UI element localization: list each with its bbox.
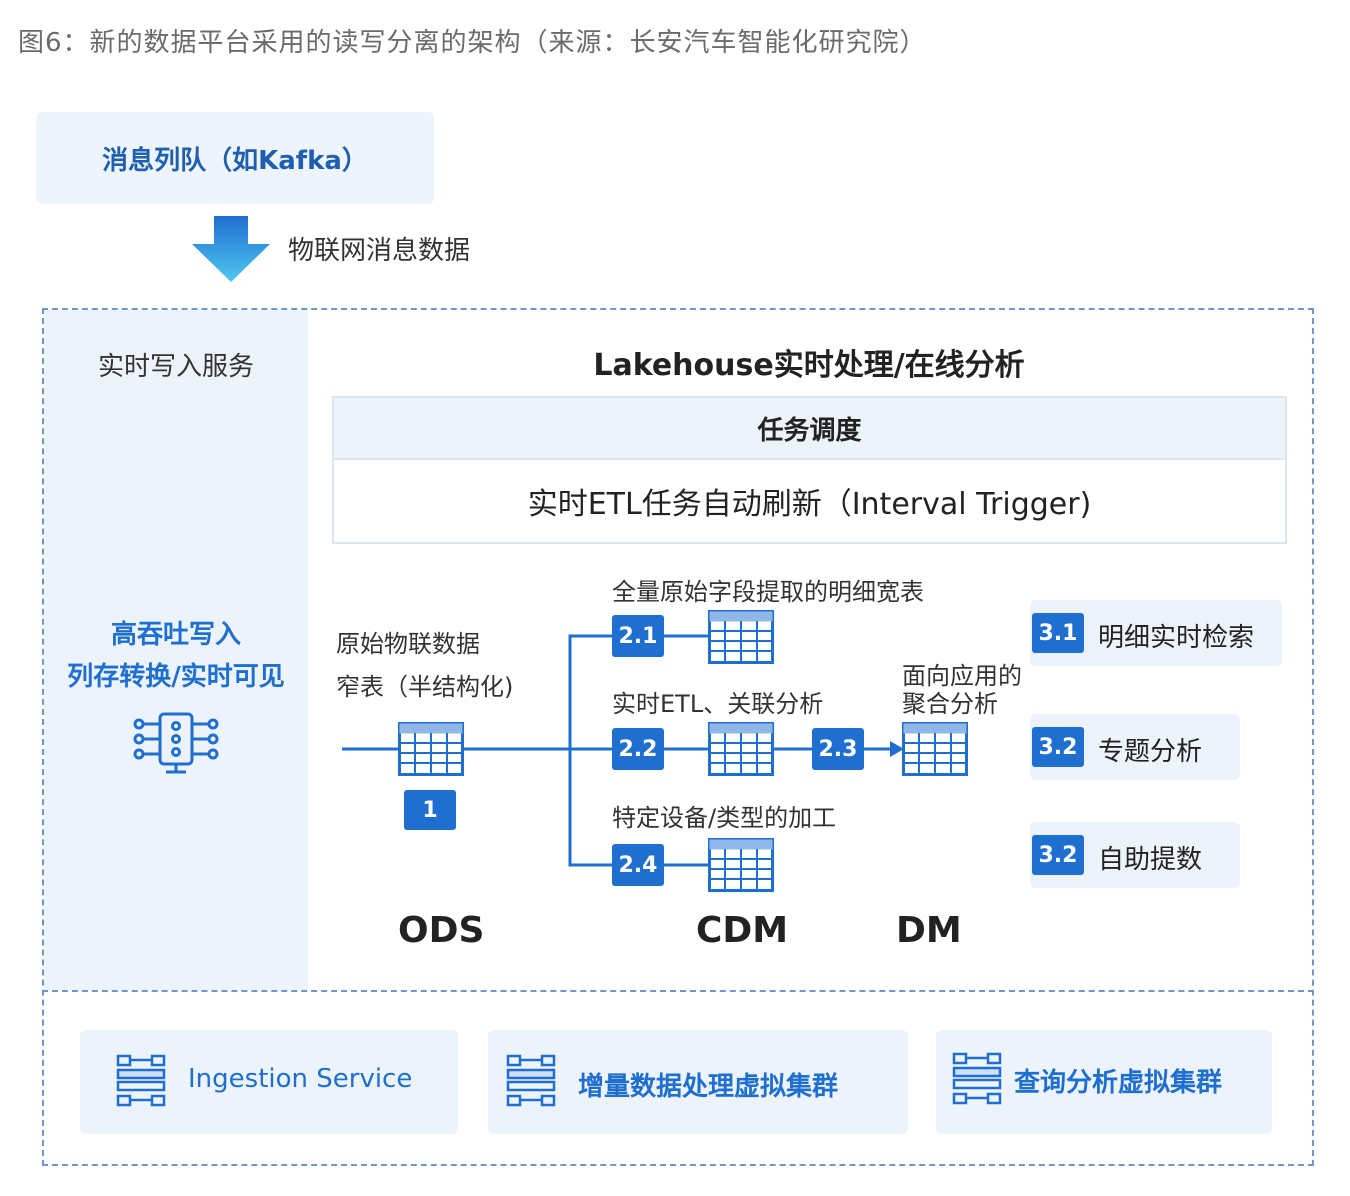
server-rack-icon	[133, 712, 219, 774]
cdm-step-2-4-badge: 2.4	[612, 844, 664, 886]
output-label-self-service: 自助提数	[1098, 845, 1203, 875]
cdm-step-2-2-desc: 实时ETL、关联分析	[612, 690, 824, 718]
cluster-label-incremental: 增量数据处理虚拟集群	[578, 1072, 839, 1102]
output-badge-3-2: 3.2	[1032, 727, 1084, 767]
realtime-write-title: 实时写入服务	[97, 352, 254, 382]
cdm-step-2-1-badge: 2.1	[612, 615, 664, 657]
dm-desc-line1: 面向应用的	[902, 662, 1022, 690]
scheduler-body: 实时ETL任务自动刷新（Interval Trigger)	[527, 487, 1092, 522]
ods-badge: 1	[404, 790, 456, 830]
scheduler-title: 任务调度	[334, 398, 1285, 460]
realtime-write-panel	[44, 310, 308, 990]
cdm-table-icon-2-4	[708, 838, 774, 892]
message-queue-label: 消息列队（如Kafka）	[102, 145, 368, 176]
realtime-write-line1: 高吞吐写入	[110, 620, 241, 650]
dm-table-icon	[902, 722, 968, 776]
cdm-table-icon-2-1	[708, 610, 774, 664]
output-badge-3-2b: 3.2	[1032, 835, 1084, 875]
ods-desc-line2: 窄表（半结构化)	[336, 673, 514, 701]
output-label-topic-analysis: 专题分析	[1098, 737, 1203, 767]
output-badge-3-1: 3.1	[1032, 613, 1084, 653]
cdm-layer-label: CDM	[696, 910, 789, 951]
realtime-write-line2: 列存转换/实时可见	[67, 662, 285, 692]
ods-table-icon	[398, 722, 464, 776]
cluster-server-icon	[506, 1054, 556, 1107]
cluster-server-icon	[952, 1052, 1002, 1105]
cluster-server-icon	[116, 1054, 166, 1107]
cdm-step-2-2-badge: 2.2	[612, 728, 664, 770]
message-queue-box: 消息列队（如Kafka）	[36, 112, 434, 204]
arrow-head-icon	[890, 741, 904, 757]
cdm-table-icon-2-2	[708, 722, 774, 776]
lakehouse-title: Lakehouse实时处理/在线分析	[593, 348, 1025, 383]
dm-desc-line2: 聚合分析	[902, 690, 998, 718]
down-arrow-icon	[192, 216, 270, 282]
dm-layer-label: DM	[896, 910, 962, 951]
ods-layer-label: ODS	[398, 910, 485, 951]
platform-frame	[42, 308, 1314, 1166]
cluster-label-query: 查询分析虚拟集群	[1014, 1068, 1223, 1098]
cluster-incremental	[488, 1030, 908, 1134]
ods-desc-line1: 原始物联数据	[336, 630, 480, 658]
output-label-detail-search: 明细实时检索	[1098, 623, 1255, 653]
iot-flow-label: 物联网消息数据	[288, 236, 471, 266]
cluster-label-ingestion: Ingestion Service	[188, 1064, 413, 1094]
cluster-query	[936, 1030, 1272, 1134]
figure-caption: 图6：新的数据平台采用的读写分离的架构（来源：长安汽车智能化研究院）	[18, 28, 927, 58]
cdm-step-2-1-desc: 全量原始字段提取的明细宽表	[612, 578, 924, 606]
frame-divider	[42, 990, 1314, 992]
cdm-step-2-3-badge: 2.3	[812, 728, 864, 770]
cdm-step-2-4-desc: 特定设备/类型的加工	[612, 804, 837, 832]
